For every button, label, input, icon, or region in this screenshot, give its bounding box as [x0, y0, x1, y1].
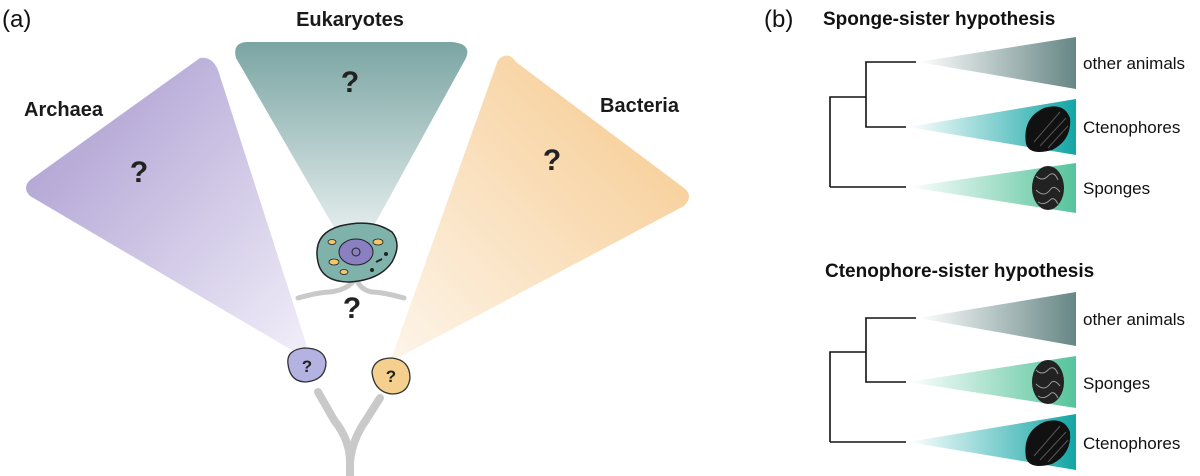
taxon-label: Ctenophores — [1083, 434, 1180, 453]
ctenophore-icon — [1025, 106, 1071, 152]
ctenophore-sister-title: Ctenophore-sister hypothesis — [825, 261, 1094, 282]
sponge-sister-tree: Sponge-sister hypothesis other animals C… — [823, 9, 1185, 213]
sponge-icon — [1032, 166, 1064, 210]
eukaryotic-cell-icon — [316, 222, 398, 283]
archaeal-cell-question-mark: ? — [302, 357, 312, 376]
bacteria-wedge — [390, 55, 689, 363]
taxon-label: other animals — [1083, 310, 1185, 329]
eukaryotes-wedge — [235, 42, 468, 262]
origin-question-mark: ? — [343, 292, 361, 325]
taxon-label: Sponges — [1083, 374, 1150, 393]
eukaryotes-question-mark: ? — [341, 66, 359, 99]
panel-a: (a) Eukaryotes Archaea Bacteria ? ? ? ? — [2, 6, 689, 476]
bacteria-question-mark: ? — [543, 144, 561, 177]
ctenophore-sister-tree: Ctenophore-sister hypothesis other anima… — [825, 261, 1185, 470]
stem-tree — [295, 275, 407, 476]
sponge-sister-title: Sponge-sister hypothesis — [823, 9, 1055, 30]
other-animals-clade — [918, 292, 1076, 346]
archaea-question-mark: ? — [130, 156, 148, 189]
sponges-clade — [908, 163, 1076, 213]
taxon-label: Sponges — [1083, 179, 1150, 198]
ctenophore-icon — [1025, 420, 1071, 466]
bacterial-cell-question-mark: ? — [386, 367, 396, 386]
panel-b: (b) Sponge-sister hypothesis other anima… — [764, 6, 1185, 470]
archaea-wedge — [26, 57, 312, 362]
taxon-label: other animals — [1083, 54, 1185, 73]
taxon-label: Ctenophores — [1083, 118, 1180, 137]
other-animals-clade — [918, 37, 1076, 89]
bacterial-cell-icon: ? — [371, 357, 411, 395]
archaeal-cell-icon: ? — [287, 347, 327, 383]
archaea-label: Archaea — [24, 99, 104, 121]
eukaryotes-label: Eukaryotes — [296, 9, 404, 31]
bacteria-label: Bacteria — [600, 95, 680, 117]
panel-b-label: (b) — [764, 6, 793, 33]
panel-a-label: (a) — [2, 6, 31, 33]
sponge-icon — [1032, 360, 1064, 404]
sponges-clade — [908, 356, 1076, 408]
